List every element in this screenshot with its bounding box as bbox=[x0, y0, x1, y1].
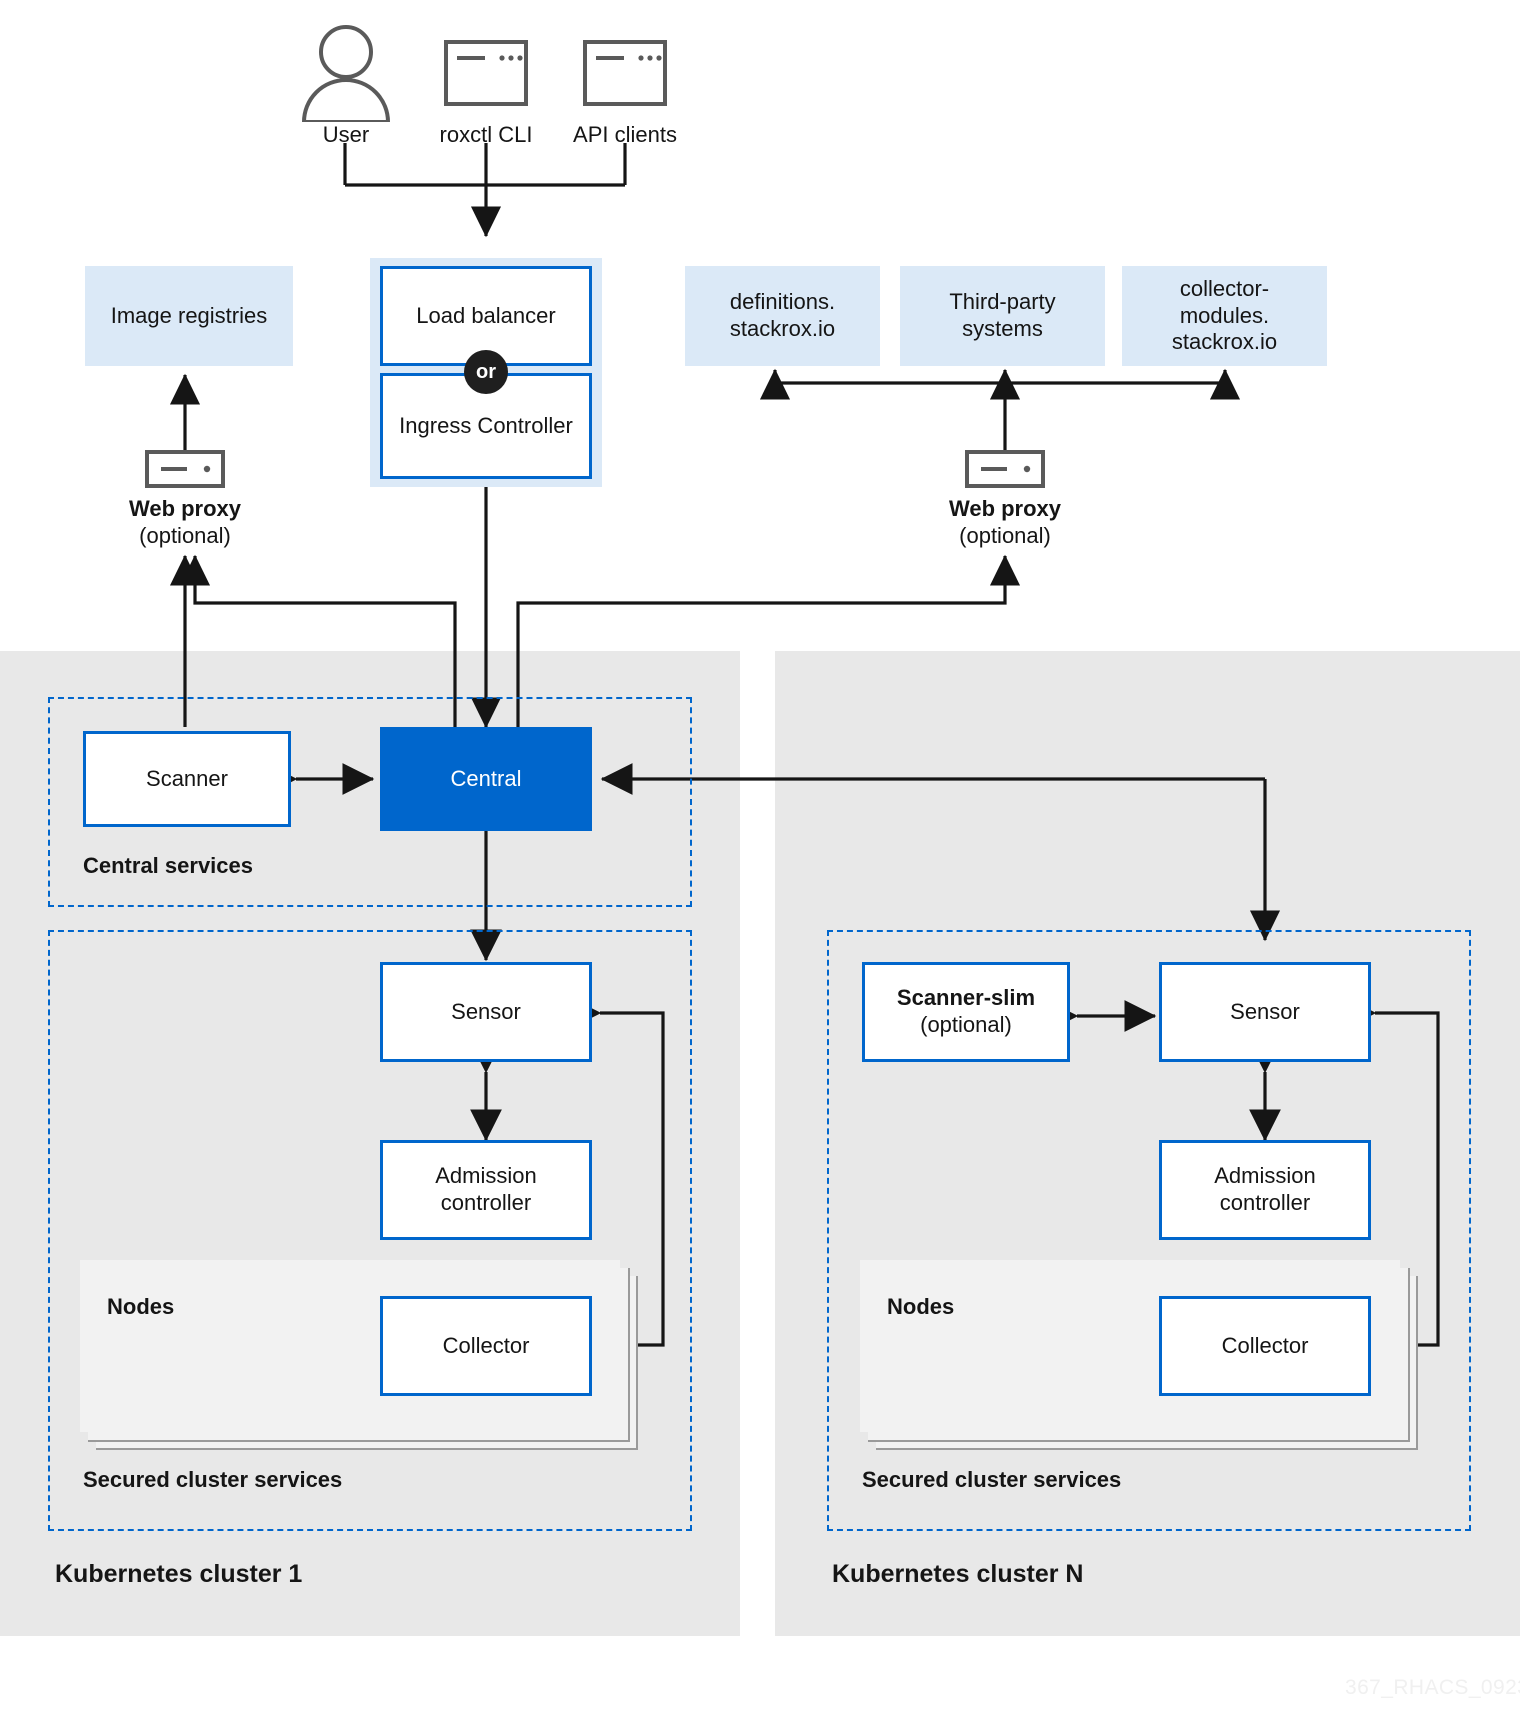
web-proxy-left-label: Web proxy (optional) bbox=[128, 496, 242, 548]
clusterN-collector-box: Collector bbox=[1159, 1296, 1371, 1396]
sensor-label: Sensor bbox=[451, 998, 521, 1024]
ingress-controller-label: Ingress Controller bbox=[399, 412, 573, 438]
image-registries-label: Image registries bbox=[110, 302, 268, 328]
central-box: Central bbox=[380, 727, 592, 831]
or-badge: or bbox=[464, 350, 508, 394]
definitions-label: definitions. stackrox.io bbox=[729, 289, 836, 341]
central-label: Central bbox=[450, 765, 522, 791]
cluster1-sensor-box: Sensor bbox=[380, 962, 592, 1062]
scanner-box: Scanner bbox=[83, 731, 291, 827]
collector-label: Collector bbox=[442, 1332, 530, 1358]
cluster1-nodes-label: Nodes bbox=[107, 1294, 175, 1319]
collector-modules-label: collector- modules. stackrox.io bbox=[1171, 275, 1278, 355]
clusterN-admission-controller-box: Admission controller bbox=[1159, 1140, 1371, 1240]
central-services-region-label: Central services bbox=[83, 853, 253, 878]
third-party-systems-box: Third-party systems bbox=[900, 266, 1105, 366]
sensor-label: Sensor bbox=[1230, 998, 1300, 1024]
terminal-window-icon-api bbox=[583, 40, 667, 106]
clusterN-secured-region-label: Secured cluster services bbox=[862, 1467, 1122, 1492]
clusterN-sensor-box: Sensor bbox=[1159, 962, 1371, 1062]
user-label: User bbox=[322, 122, 370, 147]
clusterN-nodes-label: Nodes bbox=[887, 1294, 955, 1319]
collector-modules-box: collector- modules. stackrox.io bbox=[1122, 266, 1327, 366]
api-clients-label: API clients bbox=[573, 122, 677, 147]
clusterN-region-label: Kubernetes cluster N bbox=[832, 1560, 1084, 1588]
cluster1-secured-dashed-region bbox=[48, 930, 692, 1531]
web-proxy-device-icon-right bbox=[965, 450, 1045, 488]
admission-controller-label: Admission controller bbox=[435, 1163, 537, 1215]
user-icon bbox=[301, 25, 391, 122]
cluster1-region-label: Kubernetes cluster 1 bbox=[55, 1560, 303, 1588]
terminal-window-icon-roxctl bbox=[444, 40, 528, 106]
clusterN-secured-dashed-region bbox=[827, 930, 1471, 1531]
roxctl-cli-label: roxctl CLI bbox=[439, 122, 533, 147]
load-balancer-label: Load balancer bbox=[416, 302, 556, 328]
image-registries-box: Image registries bbox=[85, 266, 293, 366]
scanner-label: Scanner bbox=[146, 765, 228, 791]
admission-controller-label: Admission controller bbox=[1214, 1163, 1316, 1215]
scanner-slim-label: Scanner-slim (optional) bbox=[896, 985, 1036, 1037]
collector-label: Collector bbox=[1221, 1332, 1309, 1358]
watermark: 367_RHACS_0923 bbox=[1345, 1676, 1520, 1699]
central-services-dashed-region bbox=[48, 697, 692, 907]
web-proxy-device-icon-left bbox=[145, 450, 225, 488]
cluster1-admission-controller-box: Admission controller bbox=[380, 1140, 592, 1240]
clusterN-scanner-slim-box: Scanner-slim (optional) bbox=[862, 962, 1070, 1062]
cluster1-collector-box: Collector bbox=[380, 1296, 592, 1396]
web-proxy-right-label: Web proxy (optional) bbox=[948, 496, 1062, 548]
definitions-stackrox-box: definitions. stackrox.io bbox=[685, 266, 880, 366]
third-party-label: Third-party systems bbox=[949, 289, 1056, 341]
cluster1-secured-region-label: Secured cluster services bbox=[83, 1467, 343, 1492]
